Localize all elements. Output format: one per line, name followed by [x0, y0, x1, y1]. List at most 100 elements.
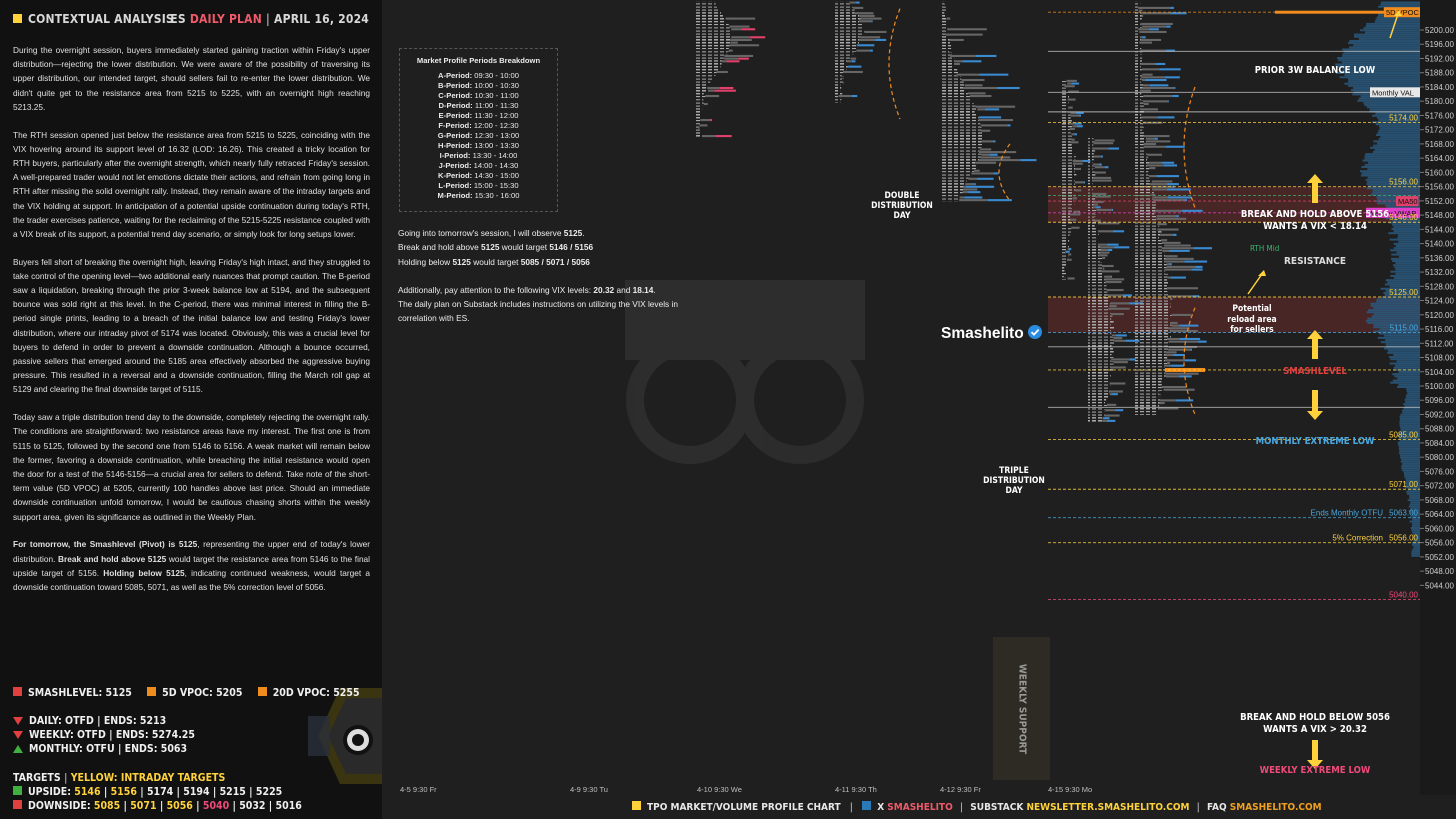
tpo-bar	[1162, 247, 1193, 249]
tpo-letters	[940, 146, 981, 148]
tpo-letters	[1088, 390, 1109, 392]
volume-bar	[1337, 57, 1420, 59]
tpo-volume-bar	[1116, 334, 1127, 336]
tpo-volume-bar	[1007, 124, 1010, 126]
tpo-letters	[1060, 259, 1067, 261]
y-tick-label: 5124.00	[1425, 297, 1454, 306]
tpo-volume-bar	[1111, 276, 1112, 278]
tpo-letters	[1060, 251, 1065, 253]
y-tick-label: 5168.00	[1425, 140, 1454, 149]
tpo-letters	[695, 50, 729, 52]
x-handle-link[interactable]: SMASHELITO	[887, 802, 952, 813]
tpo-letters	[1088, 241, 1097, 243]
tpo-bar	[1162, 250, 1169, 252]
tpo-bar	[981, 130, 990, 132]
tpo-bar	[1101, 249, 1108, 251]
tpo-letters	[835, 60, 847, 62]
outlook-line: Break and hold above 5125 would target 5…	[398, 240, 698, 254]
tpo-bar	[1141, 39, 1161, 41]
tpo-bar	[1092, 147, 1108, 149]
volume-bar	[1397, 236, 1420, 238]
tpo-letters	[1088, 313, 1111, 315]
tpo-bar	[1166, 351, 1177, 353]
y-tick-label: 5176.00	[1425, 111, 1454, 120]
tpo-letters	[1060, 269, 1064, 271]
tpo-bar	[1102, 257, 1105, 259]
y-tick-label: 5108.00	[1425, 354, 1454, 363]
tpo-letters	[1135, 20, 1139, 22]
tpo-bar	[1149, 162, 1162, 164]
y-tick-label: 5100.00	[1425, 382, 1454, 391]
tpo-letters	[1060, 181, 1075, 183]
tpo-letters	[695, 135, 702, 137]
tpo-bar	[977, 108, 985, 110]
tpo-letters	[1088, 276, 1104, 278]
tpo-bar	[1142, 68, 1160, 70]
tpo-letters	[1060, 219, 1070, 221]
tpo-volume-bar	[1111, 393, 1118, 395]
tpo-letters	[1135, 378, 1163, 380]
tpo-bar	[962, 79, 985, 81]
tpo-letters	[1135, 170, 1148, 172]
tpo-letters	[940, 42, 950, 44]
tpo-bar	[968, 92, 986, 94]
tpo-letters	[1088, 308, 1108, 310]
tpo-letters	[940, 63, 954, 65]
tpo-bar	[1167, 362, 1170, 364]
tpo-bar	[1075, 189, 1081, 191]
annotation-label: RTH Mid	[1250, 244, 1279, 253]
tpo-letters	[695, 28, 731, 30]
tpo-letters	[940, 36, 946, 38]
volume-bar	[1379, 138, 1420, 140]
level-label: 5071.00	[1389, 480, 1418, 489]
tpo-bar	[1161, 239, 1167, 241]
brand-name: Smashelito	[941, 325, 1042, 343]
tpo-bar	[702, 135, 716, 137]
tpo-letters	[835, 15, 859, 17]
volume-bar	[1343, 53, 1420, 55]
period-row: M-Period: 15:30 - 16:00	[400, 191, 557, 201]
tpo-volume-bar	[977, 178, 994, 180]
tpo-bar	[1167, 338, 1179, 340]
tpo-letters	[1060, 264, 1067, 266]
y-tick-label: 5128.00	[1425, 282, 1454, 291]
faq-link[interactable]: SMASHELITO.COM	[1230, 802, 1322, 813]
down-arrow-icon	[1312, 740, 1318, 761]
tpo-letters	[1088, 281, 1105, 283]
y-tick-label: 5136.00	[1425, 254, 1454, 263]
tpo-letters	[1088, 206, 1093, 208]
tpo-bar	[1146, 156, 1148, 158]
volume-bar	[1372, 192, 1420, 194]
tpo-volume-bar	[1170, 365, 1183, 367]
tpo-bar	[1094, 142, 1114, 144]
tpo-letters	[1135, 164, 1147, 166]
tpo-volume-bar	[1155, 63, 1165, 65]
tpo-letters	[1088, 364, 1114, 366]
tpo-letters	[835, 63, 845, 65]
tpo-letters	[1135, 234, 1160, 236]
tpo-volume-bar	[1066, 251, 1070, 253]
tpo-bar	[965, 183, 974, 185]
tpo-letters	[1088, 414, 1105, 416]
tpo-letters	[1135, 10, 1139, 12]
tpo-letters	[835, 66, 848, 68]
volume-bar	[1400, 416, 1420, 418]
tpo-letters	[695, 42, 730, 44]
tpo-letters	[1088, 310, 1110, 312]
tpo-bar	[1157, 223, 1167, 225]
tpo-letters	[1088, 265, 1102, 267]
level-name-label: 5% Correction	[1332, 534, 1383, 543]
tpo-letters	[695, 66, 720, 68]
tpo-letters	[1088, 361, 1113, 363]
volume-bar	[1363, 27, 1420, 29]
substack-link[interactable]: NEWSLETTER.SMASHELITO.COM	[1026, 802, 1189, 813]
volume-bar	[1389, 356, 1420, 358]
tpo-letters	[1060, 96, 1069, 98]
tpo-bar	[1068, 253, 1071, 255]
tpo-letters	[1060, 136, 1073, 138]
tpo-letters	[1088, 417, 1103, 419]
tpo-letters	[835, 55, 850, 57]
volume-bar	[1399, 446, 1420, 448]
tpo-letters	[1088, 372, 1110, 374]
tpo-letters	[1088, 321, 1114, 323]
